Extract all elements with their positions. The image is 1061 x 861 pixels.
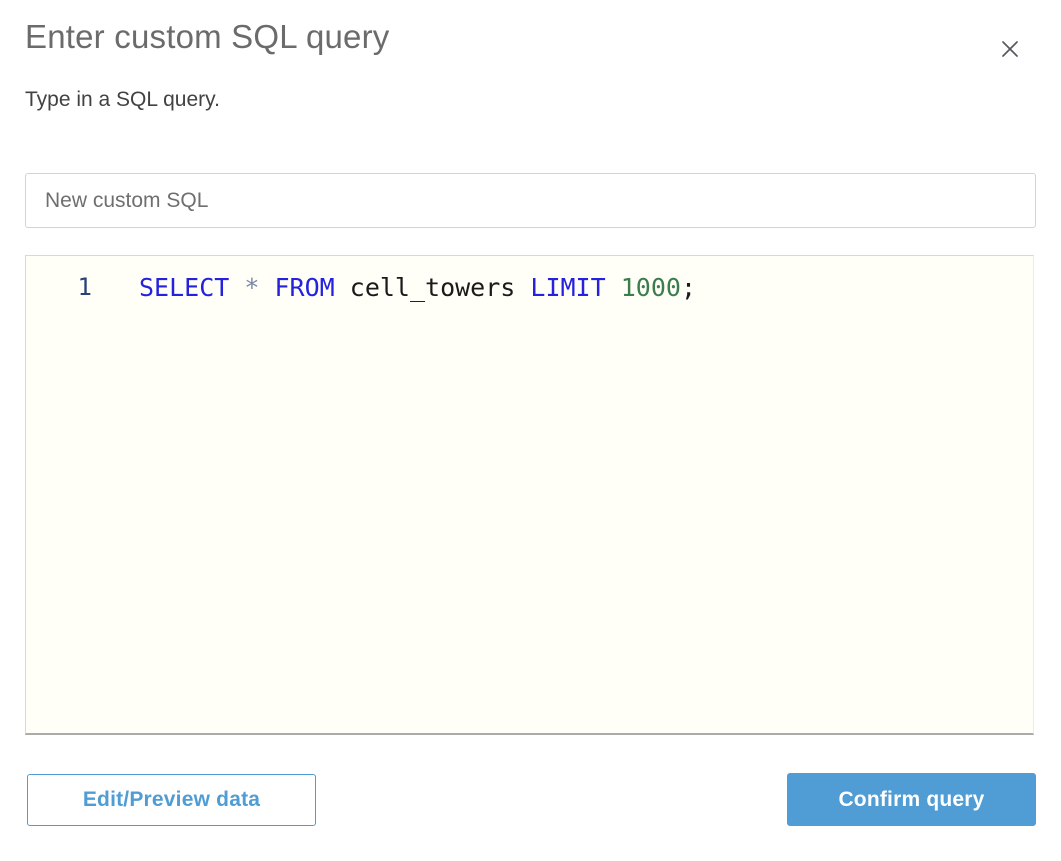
sql-name-input[interactable] [25,173,1036,229]
line-number: 1 [77,273,92,302]
sql-editor-content: 1 SELECT * FROM cell_towers LIMIT 1000; [26,271,1033,304]
dialog-header: Enter custom SQL query [25,16,1036,59]
code-row[interactable]: 1 SELECT * FROM cell_towers LIMIT 1000; [26,271,1033,304]
sql-editor[interactable]: 1 SELECT * FROM cell_towers LIMIT 1000; [25,255,1034,736]
close-icon [1000,39,1020,59]
custom-sql-dialog: Enter custom SQL query Type in a SQL que… [0,16,1061,827]
dialog-footer: Edit/Preview data Confirm query [25,773,1036,827]
dialog-subtitle: Type in a SQL query. [25,87,220,111]
edit-preview-data-button[interactable]: Edit/Preview data [27,773,316,826]
confirm-query-button[interactable]: Confirm query [787,773,1036,827]
dialog-title: Enter custom SQL query [25,18,390,55]
close-button[interactable] [997,36,1023,62]
code-line[interactable]: SELECT * FROM cell_towers LIMIT 1000; [139,273,696,303]
